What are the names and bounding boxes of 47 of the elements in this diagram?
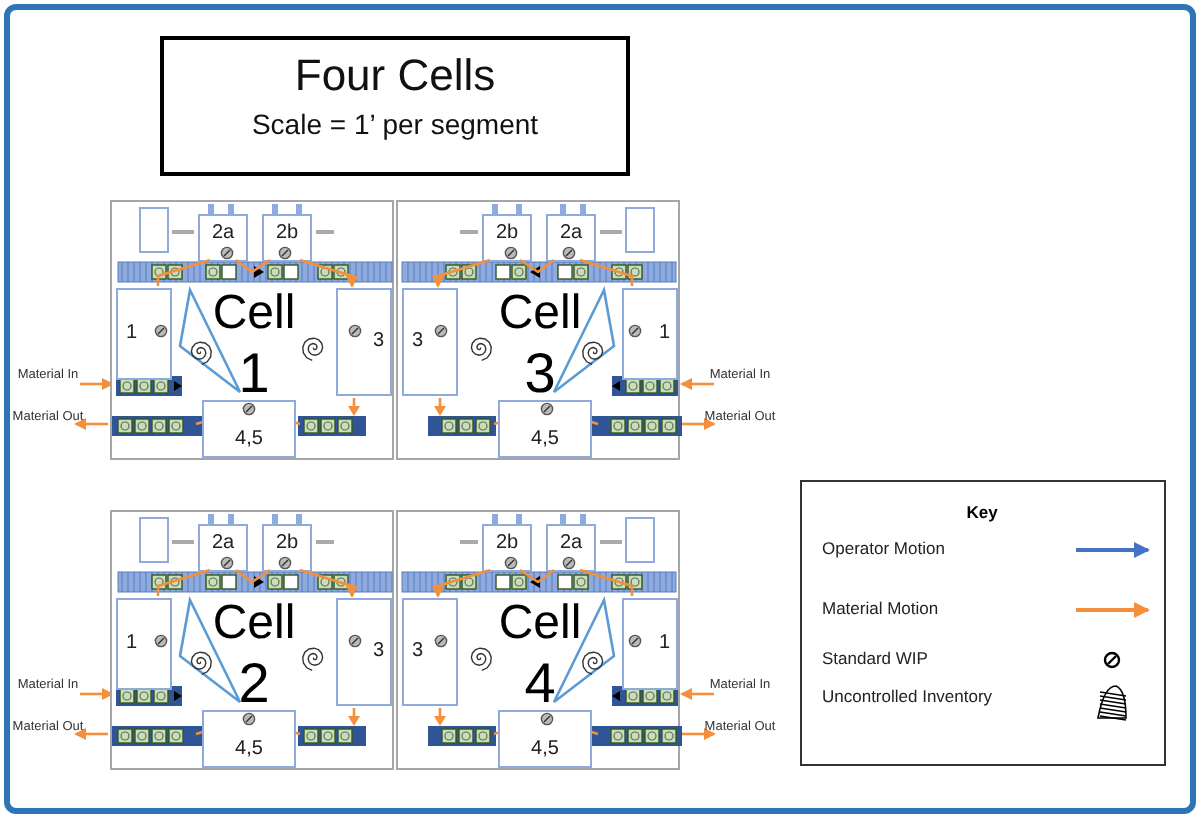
machine-label: 3 [372, 642, 384, 662]
material-flow-line [432, 258, 491, 288]
machine-label: 2a [559, 534, 583, 554]
material-flow-line [299, 258, 358, 288]
material-flow-line [579, 568, 634, 596]
machine-label: 2a [559, 224, 583, 244]
legend-label: Material Motion [822, 598, 941, 618]
cell-title: Cell [496, 600, 584, 648]
material-flow-line [156, 568, 211, 596]
machine-label: 2a [211, 534, 235, 554]
machine-label: 1 [126, 324, 138, 344]
machine-label: 1 [126, 634, 138, 654]
material-flow-line [156, 258, 211, 286]
machine-label: 2b [495, 534, 519, 554]
cell-number: 2 [236, 656, 272, 712]
key-heading: Key [964, 502, 1000, 522]
material-flow-line [519, 568, 555, 584]
cell-number: 3 [522, 346, 558, 402]
material-flow-line [519, 258, 555, 274]
machine-label: 3 [372, 332, 384, 352]
machine-label: 4,5 [235, 740, 263, 760]
cell-title: Cell [210, 600, 298, 648]
scale-note: Scale = 1’ per segment [249, 108, 541, 140]
material-flow-line [579, 258, 634, 286]
material-flow-line [432, 568, 491, 598]
material-flow-line [235, 568, 271, 584]
machine-label: 3 [412, 642, 424, 662]
machine-label: 2b [275, 534, 299, 554]
cell-title: Cell [496, 290, 584, 338]
legend-label: Operator Motion [822, 538, 947, 558]
legend-label: Standard WIP [822, 648, 930, 668]
machine-label: 2a [211, 224, 235, 244]
machine-label: 1 [658, 634, 670, 654]
machine-label: 1 [658, 324, 670, 344]
machine-label: 2b [275, 224, 299, 244]
machine-label: 4,5 [235, 430, 263, 450]
machine-label: 4,5 [531, 430, 559, 450]
cell-number: 1 [236, 346, 272, 402]
cell-title: Cell [210, 290, 298, 338]
machine-label: 2b [495, 224, 519, 244]
cell-number: 4 [522, 656, 558, 712]
material-flow-line [299, 568, 358, 598]
title-text: Four Cells [292, 50, 498, 102]
material-flow-line [235, 258, 271, 274]
machine-label: 3 [412, 332, 424, 352]
machine-label: 4,5 [531, 740, 559, 760]
legend-label: Uncontrolled Inventory [822, 686, 995, 706]
